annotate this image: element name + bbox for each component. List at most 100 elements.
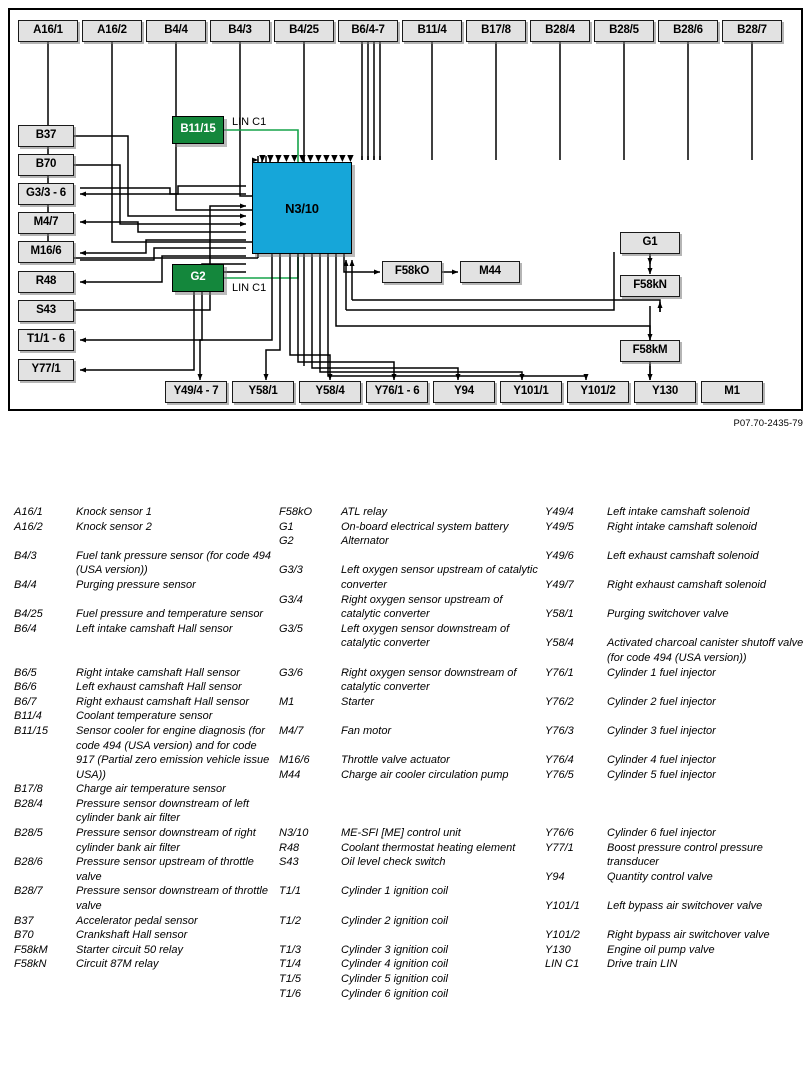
- legend-entry-code: B6/7: [14, 695, 37, 708]
- node-g1[interactable]: G1: [620, 232, 680, 254]
- node-b6-4-7[interactable]: B6/4-7: [338, 20, 398, 42]
- legend-entry-code: M1: [279, 695, 295, 708]
- node-b4-3[interactable]: B4/3: [210, 20, 270, 42]
- node-y130[interactable]: Y130: [634, 381, 696, 403]
- legend-entry-description: Left intake camshaft Hall sensor: [76, 622, 233, 635]
- legend-entry-code: Y49/4: [545, 506, 574, 518]
- node-a16-1[interactable]: A16/1: [18, 20, 78, 42]
- legend-entry-code: A16/1: [14, 506, 43, 518]
- legend-entry-description: ATL relay: [341, 506, 388, 518]
- legend-entry-description: Left oxygen sensor downstream of catalyt…: [341, 622, 510, 650]
- legend-entry-description: Left exhaust camshaft solenoid: [607, 549, 759, 562]
- node-a16-2[interactable]: A16/2: [82, 20, 142, 42]
- legend-entry-description: Pressure sensor downstream of right cyli…: [76, 827, 256, 854]
- legend-entry-description: Left exhaust camshaft Hall sensor: [76, 681, 242, 694]
- node-n3-10-ecu[interactable]: N3/10: [252, 162, 352, 254]
- legend-entry-description: Right exhaust camshaft Hall sensor: [76, 695, 250, 708]
- node-m16-6[interactable]: M16/6: [18, 241, 74, 263]
- node-r48[interactable]: R48: [18, 271, 74, 293]
- node-m4-7[interactable]: M4/7: [18, 212, 74, 234]
- legend-entry-code: Y77/1: [545, 841, 574, 854]
- legend-entry-description: Alternator: [341, 535, 389, 548]
- node-b11-4[interactable]: B11/4: [402, 20, 462, 42]
- node-m1[interactable]: M1: [701, 381, 763, 403]
- legend-entry-description: Left oxygen sensor upstream of catalytic…: [341, 564, 538, 591]
- node-y58-4[interactable]: Y58/4: [299, 381, 361, 403]
- node-g3-3-6[interactable]: G3/3 - 6: [18, 183, 74, 205]
- node-y101-2[interactable]: Y101/2: [567, 381, 629, 403]
- node-y77-1[interactable]: Y77/1: [18, 359, 74, 381]
- legend-entry-code: M4/7: [279, 724, 304, 737]
- legend-entry-code: Y49/6: [545, 549, 574, 562]
- legend-entry-code: Y76/5: [545, 768, 574, 781]
- legend-entry-description: Cylinder 6 fuel injector: [607, 827, 716, 840]
- figure-caption: P07.70-2435-79: [733, 418, 803, 429]
- legend-entry-description: Cylinder 5 fuel injector: [607, 768, 716, 781]
- node-t1-1-6[interactable]: T1/1 - 6: [18, 329, 74, 351]
- node-b70[interactable]: B70: [18, 154, 74, 176]
- node-y94[interactable]: Y94: [433, 381, 495, 403]
- legend-entry-description: Charge air cooler circulation pump: [341, 768, 509, 781]
- legend-entry-description: On-board electrical system battery: [341, 520, 509, 533]
- node-s43[interactable]: S43: [18, 300, 74, 322]
- node-b17-8[interactable]: B17/8: [466, 20, 526, 42]
- node-b28-5[interactable]: B28/5: [594, 20, 654, 42]
- legend-entry-description: Purging pressure sensor: [76, 578, 196, 591]
- legend-entry-description: Drive train LIN: [607, 958, 678, 971]
- node-b4-4[interactable]: B4/4: [146, 20, 206, 42]
- node-b4-25[interactable]: B4/25: [274, 20, 334, 42]
- legend-entry-description: Cylinder 1 fuel injector: [607, 666, 716, 679]
- node-b28-6[interactable]: B28/6: [658, 20, 718, 42]
- legend-spacer: [279, 899, 541, 914]
- node-y49-4-7[interactable]: Y49/4 - 7: [165, 381, 227, 403]
- node-b11-15[interactable]: B11/15: [172, 116, 224, 144]
- node-f58kn[interactable]: F58kN: [620, 275, 680, 297]
- node-y101-1[interactable]: Y101/1: [500, 381, 562, 403]
- node-g2[interactable]: G2: [172, 264, 224, 292]
- legend-entry-code: G3/6: [279, 666, 303, 679]
- node-b37[interactable]: B37: [18, 125, 74, 147]
- node-f58ko[interactable]: F58kO: [382, 261, 442, 283]
- legend-entry-code: M16/6: [279, 754, 310, 767]
- legend-spacer: [279, 797, 541, 812]
- legend-entry-code: R48: [279, 841, 300, 854]
- legend-spacer: [279, 651, 541, 666]
- legend-entry-code: B70: [14, 929, 34, 942]
- node-b28-4[interactable]: B28/4: [530, 20, 590, 42]
- legend-spacer: [545, 884, 807, 899]
- node-m44[interactable]: M44: [460, 261, 520, 283]
- node-y58-1[interactable]: Y58/1: [232, 381, 294, 403]
- node-b28-7[interactable]: B28/7: [722, 20, 782, 42]
- legend-spacer: [279, 870, 541, 885]
- legend-entry-code: B17/8: [14, 783, 43, 796]
- node-y76-1-6[interactable]: Y76/1 - 6: [366, 381, 428, 403]
- legend-entry-code: B6/5: [14, 666, 37, 679]
- legend-entry-code: Y130: [545, 943, 571, 956]
- node-f58km[interactable]: F58kM: [620, 340, 680, 362]
- legend-entry-description: Starter: [341, 695, 375, 708]
- legend-entry-description: Quantity control valve: [607, 870, 713, 883]
- legend-entry-code: Y76/2: [545, 695, 574, 708]
- legend-entry-code: N3/10: [279, 827, 309, 840]
- legend-spacer: [279, 782, 541, 797]
